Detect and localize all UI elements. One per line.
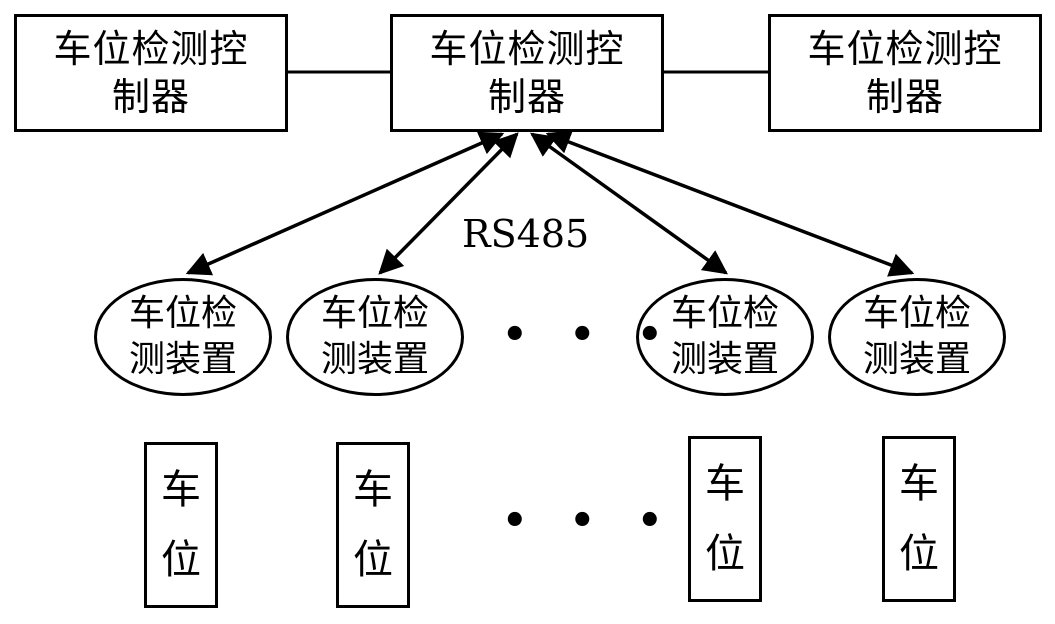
spot-label-line2: 位 — [899, 531, 939, 577]
controller-box-center: 车位检测控 制器 — [390, 14, 664, 132]
controller-label-line1: 车位检测控 — [429, 27, 625, 71]
rs485-arrow-1 — [185, 131, 505, 276]
parking-spot-4: 车 位 — [882, 436, 956, 602]
spot-label-line1: 车 — [353, 467, 393, 513]
device-label-line1: 车位检 — [320, 293, 429, 334]
spot-ellipsis: • • • — [502, 498, 677, 544]
device-label-line2: 测装置 — [670, 339, 779, 380]
parking-spot-2: 车 位 — [336, 442, 410, 608]
rs485-arrow-2 — [378, 132, 519, 275]
spot-label-line2: 位 — [353, 537, 393, 583]
spot-label-line1: 车 — [161, 467, 201, 513]
rs485-label: RS485 — [462, 212, 590, 256]
rs485-arrow-4 — [545, 130, 915, 277]
detection-device-2: 车位检 测装置 — [286, 278, 464, 396]
spot-label-line2: 位 — [705, 531, 745, 577]
device-label-line2: 测装置 — [862, 339, 971, 380]
parking-spot-1: 车 位 — [144, 442, 218, 608]
device-label-line1: 车位检 — [670, 293, 779, 334]
controller-label-line1: 车位检测控 — [53, 27, 249, 71]
detection-device-4: 车位检 测装置 — [828, 278, 1006, 396]
device-label-line1: 车位检 — [128, 293, 237, 334]
spot-label-line1: 车 — [705, 461, 745, 507]
device-label-line2: 测装置 — [320, 339, 429, 380]
detection-device-3: 车位检 测装置 — [636, 278, 814, 396]
controller-label-line1: 车位检测控 — [807, 27, 1003, 71]
controller-label-line2: 制器 — [487, 75, 566, 119]
controller-box-right: 车位检测控 制器 — [768, 14, 1042, 132]
controller-box-left: 车位检测控 制器 — [14, 14, 288, 132]
detection-device-1: 车位检 测装置 — [94, 278, 272, 396]
spot-label-line2: 位 — [161, 537, 201, 583]
controller-label-line2: 制器 — [111, 75, 190, 119]
device-ellipsis: • • • — [502, 312, 677, 358]
spot-label-line1: 车 — [899, 461, 939, 507]
parking-spot-3: 车 位 — [688, 436, 762, 602]
device-label-line1: 车位检 — [862, 293, 971, 334]
controller-label-line2: 制器 — [865, 75, 944, 119]
device-label-line2: 测装置 — [128, 339, 237, 380]
